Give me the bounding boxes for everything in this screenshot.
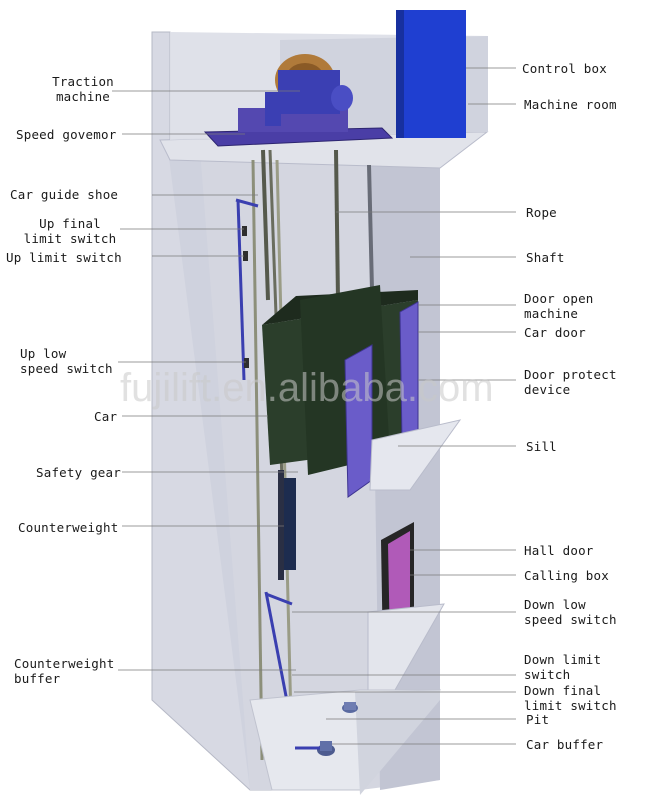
label-car: Car	[94, 409, 118, 424]
label-pit: Pit	[526, 712, 550, 727]
label-down-low-speed-switch: Down low speed switch	[524, 597, 617, 627]
rope-left	[261, 149, 270, 301]
counterweight-rail-shade	[278, 470, 284, 580]
traction-motor-cap	[331, 85, 353, 111]
label-hall-door: Hall door	[524, 543, 594, 558]
label-car-buffer: Car buffer	[526, 737, 604, 752]
leader-lines-left	[112, 90, 300, 671]
rope-right	[334, 149, 340, 301]
watermark: fujilift.en.alibaba.com	[120, 366, 494, 410]
label-up-low-speed-switch: Up low speed switch	[20, 346, 113, 376]
label-rope: Rope	[526, 205, 557, 220]
up-low-speed-switch	[244, 358, 249, 368]
label-door-open-machine: Door open machine	[524, 291, 594, 321]
machine-bracket	[265, 92, 281, 126]
label-up-final-limit-switch: Up final limit switch	[23, 216, 117, 246]
switch-rail-top	[236, 199, 246, 381]
label-speed-governor: Speed govemor	[16, 127, 117, 142]
label-machine-room: Machine room	[524, 97, 617, 112]
label-door-protect-device: Door protect device	[524, 367, 617, 397]
label-car-door: Car door	[524, 325, 586, 340]
switch-bracket-bottom	[265, 592, 293, 606]
label-traction-machine: Traction machine	[52, 74, 114, 104]
label-down-limit-switch: Down limit switch	[524, 652, 602, 682]
shaft-front-left-wall	[152, 32, 355, 790]
rope-mid	[367, 164, 374, 291]
up-limit-switch	[243, 251, 248, 261]
control-box-shade	[396, 10, 404, 138]
label-safety-gear: Safety gear	[36, 465, 121, 480]
sill	[369, 419, 462, 491]
guide-rail-left	[251, 159, 264, 761]
switch-bracket-top	[235, 198, 259, 208]
pit-ledge	[355, 690, 440, 795]
label-car-guide-shoe: Car guide shoe	[10, 187, 119, 202]
label-counterweight-buffer: Counterweight buffer	[14, 656, 115, 686]
label-sill: Sill	[526, 439, 557, 454]
up-final-limit-switch	[242, 226, 247, 236]
counterweight-buffer-base	[344, 702, 356, 710]
label-down-final-limit-switch: Down final limit switch	[524, 683, 617, 713]
leader-lines-right	[292, 67, 516, 745]
label-control-box: Control box	[522, 61, 607, 76]
label-calling-box: Calling box	[524, 568, 609, 583]
label-counterweight: Counterweight	[18, 520, 119, 535]
control-box	[396, 10, 466, 138]
car-buffer-base	[320, 741, 332, 751]
counterweight-block	[282, 478, 296, 570]
traction-motor	[278, 70, 340, 114]
label-up-limit-switch: Up limit switch	[6, 250, 122, 265]
label-shaft: Shaft	[526, 250, 565, 265]
